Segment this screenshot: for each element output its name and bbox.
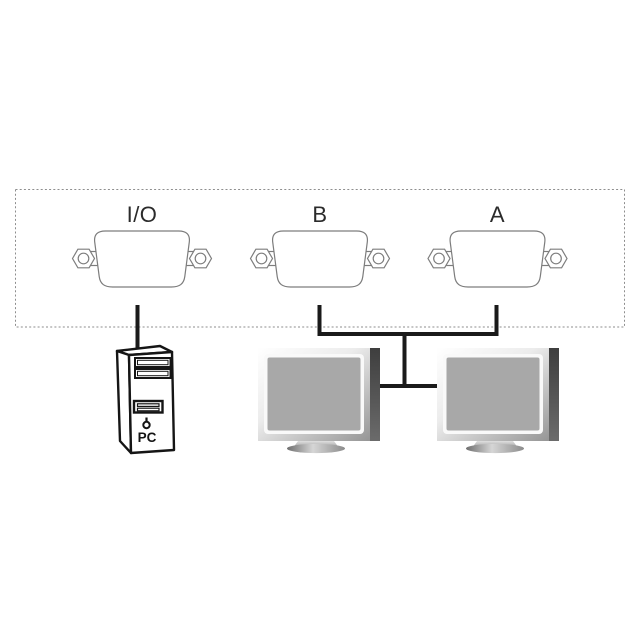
pc-drive-bay-1	[134, 357, 172, 368]
port-label-a: A	[490, 202, 505, 227]
pc-drive-bay-1-slot	[137, 359, 169, 366]
connector-io	[71, 230, 213, 288]
pc-label: PC	[138, 430, 157, 445]
monitor-left	[258, 348, 380, 454]
pc-floppy-slot-1	[136, 403, 160, 407]
monitor-right	[437, 348, 559, 454]
pc-tower: PC	[115, 344, 176, 455]
connector-a	[427, 230, 568, 288]
connector-b	[249, 230, 391, 288]
cable-b-a-bus	[317, 305, 499, 336]
power-icon-circle	[142, 420, 151, 430]
pc-drive-bay-2-slot	[137, 370, 169, 377]
port-label-b: B	[312, 202, 327, 227]
pc-floppy-slot-2	[136, 407, 160, 412]
pc-drive-bay-2	[134, 368, 172, 379]
port-label-io: I/O	[127, 202, 158, 227]
